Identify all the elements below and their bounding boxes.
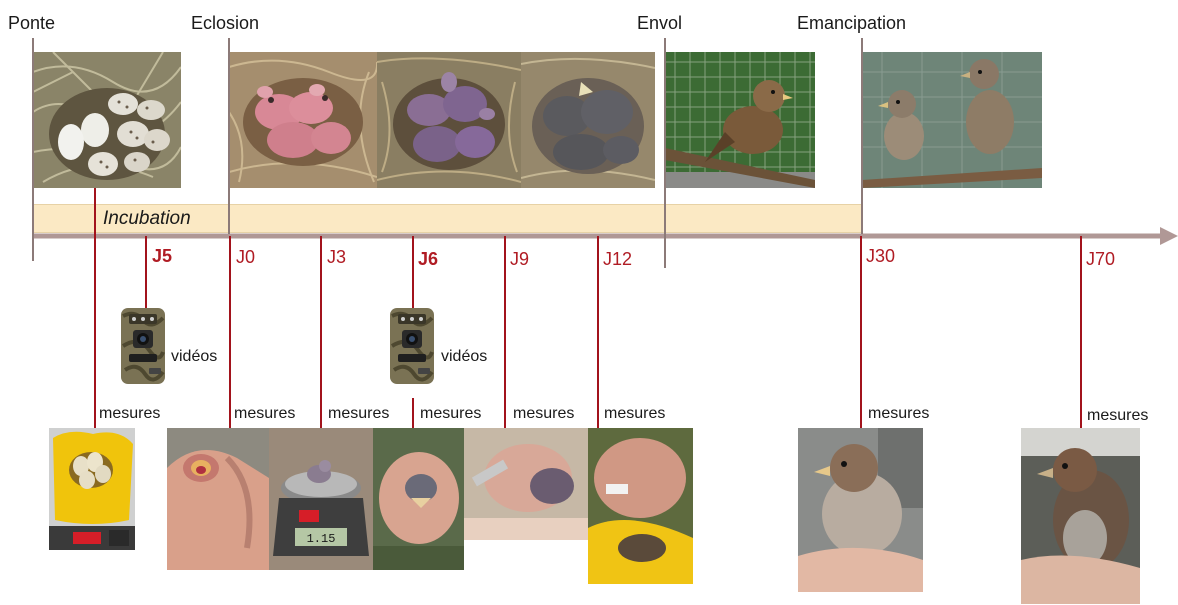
day-label-j5: J5 <box>152 246 172 267</box>
j0-gape-photo <box>167 428 269 570</box>
day-marker-j3 <box>320 236 322 430</box>
j70-adult-photo <box>1021 428 1140 604</box>
j6-hand-photo <box>373 428 464 570</box>
day-marker-ponte-mesures <box>94 188 96 428</box>
stage-marker-ponte <box>32 38 34 261</box>
day-marker-j12 <box>597 236 599 430</box>
trail-camera-icon <box>119 306 167 386</box>
mesures-label-j70: mesures <box>1087 407 1148 425</box>
j30-juvenile-photo <box>798 428 923 592</box>
day-marker-j0 <box>229 236 231 430</box>
day-label-j3: J3 <box>327 247 346 268</box>
mesures-label-j6: mesures <box>420 405 481 423</box>
stage-marker-emancipation <box>861 38 863 234</box>
videos-label-j6: vidéos <box>441 348 487 366</box>
videos-label-j5: vidéos <box>171 348 217 366</box>
eggs-weighing-photo <box>49 428 135 550</box>
day-marker-j70 <box>1080 236 1082 430</box>
mesures-label-j30: mesures <box>868 405 929 423</box>
j3-scale-photo: 1.15 <box>269 428 373 570</box>
day-label-j30: J30 <box>866 246 895 267</box>
day-marker-j6 <box>412 236 414 308</box>
day-label-j12: J12 <box>603 249 632 270</box>
stage-marker-eclosion <box>228 38 230 234</box>
day-label-j70: J70 <box>1086 249 1115 270</box>
day-marker-j5 <box>145 236 147 308</box>
j12-ring-photo <box>588 428 693 584</box>
trail-camera-icon <box>388 306 436 386</box>
stage-marker-envol <box>664 38 666 268</box>
mesures-label-j9: mesures <box>513 405 574 423</box>
day-label-j6: J6 <box>418 249 438 270</box>
day-label-j9: J9 <box>510 249 529 270</box>
day-label-j0: J0 <box>236 247 255 268</box>
mesures-label-ponte: mesures <box>99 405 160 423</box>
mesures-label-j3: mesures <box>328 405 389 423</box>
day-marker-j30 <box>860 236 862 430</box>
day-marker-j9 <box>504 236 506 430</box>
scale-display-reading: 1.15 <box>307 532 336 546</box>
mesures-label-j0: mesures <box>234 405 295 423</box>
j9-wing-photo <box>464 428 588 540</box>
mesures-label-j12: mesures <box>604 405 665 423</box>
day-marker-j6-lower <box>412 398 414 430</box>
